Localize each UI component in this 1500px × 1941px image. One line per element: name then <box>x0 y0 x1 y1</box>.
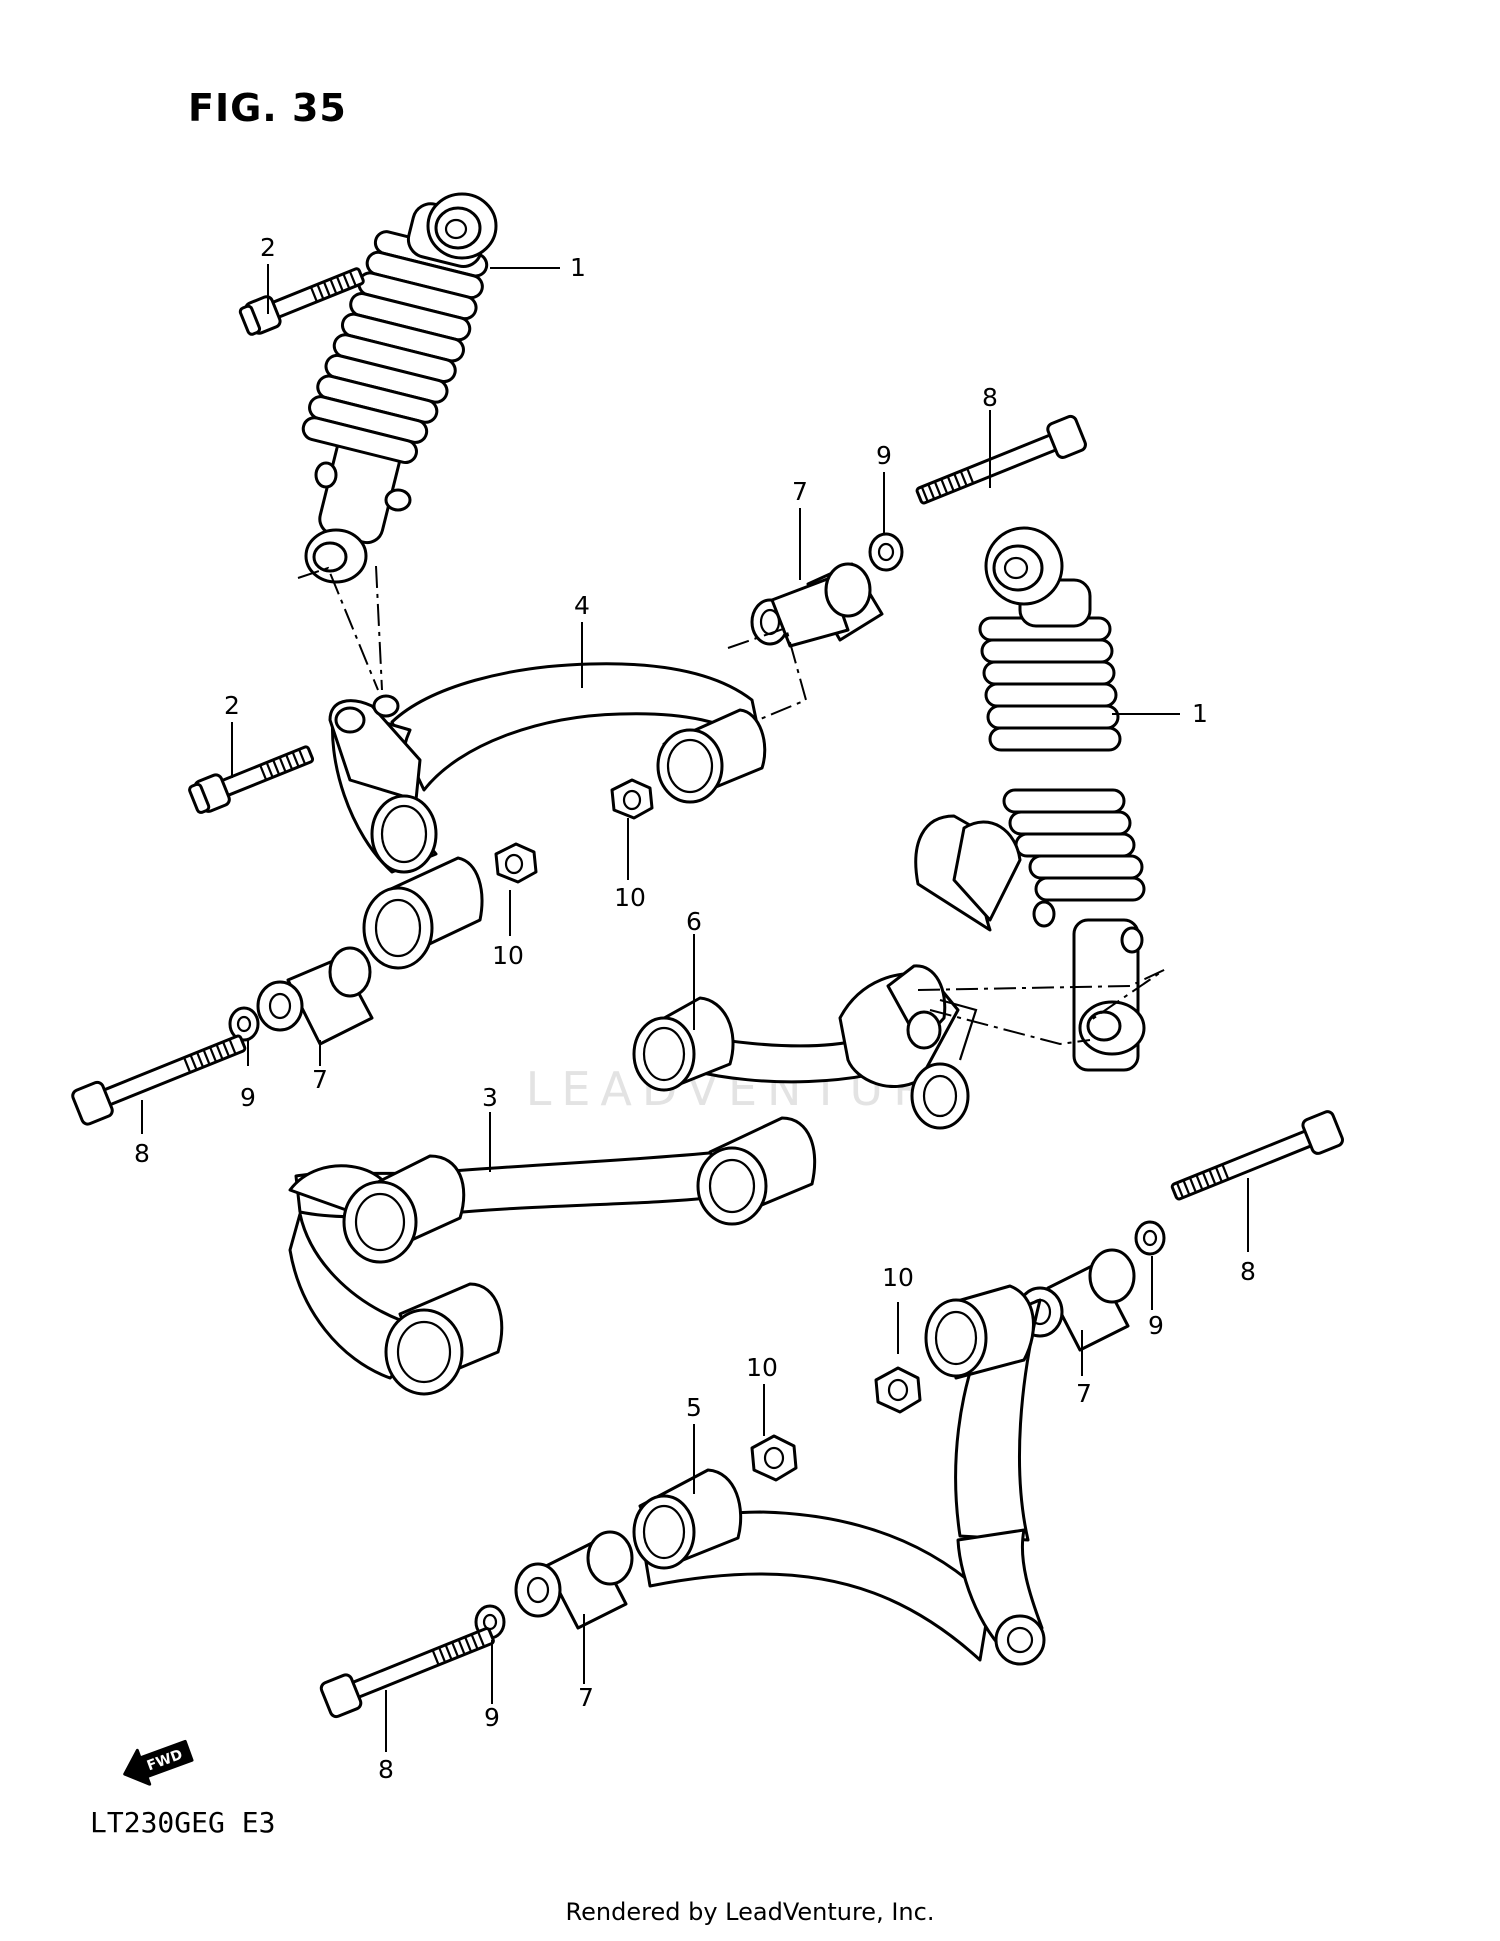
assembly-centerlines <box>297 565 1165 1046</box>
callout-9-top: 9 <box>876 441 892 470</box>
callout-9-middle-left: 9 <box>240 1083 256 1112</box>
callout-10-d: 10 <box>746 1353 778 1382</box>
figure-title: FIG. 35 <box>188 86 347 130</box>
bolt-8-bottom <box>319 1627 495 1719</box>
lower-arm-6 <box>632 814 1022 1130</box>
bolt-2-upper <box>238 267 365 336</box>
upper-arm-4 <box>328 662 767 970</box>
leader-lines <box>141 264 1249 1752</box>
model-code: LT230GEG E3 <box>90 1806 276 1839</box>
washer-9-middle-left <box>228 1006 260 1042</box>
bushing-7-middle-left <box>256 946 374 1046</box>
callout-1-right: 1 <box>1192 699 1208 728</box>
bolt-2-middle <box>188 745 315 814</box>
callout-5: 5 <box>686 1393 702 1422</box>
callout-10-a: 10 <box>614 883 646 912</box>
callout-1-upper: 1 <box>570 253 586 282</box>
callout-8-lower-right: 8 <box>1240 1257 1256 1286</box>
bolt-8-middle-left <box>71 1034 247 1126</box>
washer-9-lower-right <box>1134 1220 1166 1256</box>
nut-10-c <box>874 1366 922 1414</box>
callout-8-top: 8 <box>982 383 998 412</box>
footer-credit: Rendered by LeadVenture, Inc. <box>565 1898 935 1926</box>
callout-7-lower-right: 7 <box>1076 1379 1092 1408</box>
nut-10-d <box>750 1434 798 1482</box>
callout-9-bottom: 9 <box>484 1703 500 1732</box>
callout-8-bottom: 8 <box>378 1755 394 1784</box>
nut-10-b <box>494 842 538 884</box>
bushing-7-top <box>750 562 884 648</box>
shock-absorber-left <box>301 192 498 584</box>
callout-10-b: 10 <box>492 941 524 970</box>
callout-labels: 2 1 1 8 9 7 4 2 10 10 6 7 9 8 3 8 10 9 7… <box>134 233 1256 1784</box>
bolt-8-lower-right <box>1170 1110 1344 1201</box>
callout-2-middle: 2 <box>224 691 240 720</box>
bushing-7-bottom <box>514 1530 634 1630</box>
callout-7-middle-left: 7 <box>312 1065 328 1094</box>
bolt-8-top <box>915 414 1087 505</box>
callout-2-upper: 2 <box>260 233 276 262</box>
callout-7-top: 7 <box>792 477 808 506</box>
lower-arm-5 <box>632 1284 1046 1666</box>
callout-3: 3 <box>482 1083 498 1112</box>
callout-9-lower-right: 9 <box>1148 1311 1164 1340</box>
callout-7-bottom: 7 <box>578 1683 594 1712</box>
callout-8-middle-left: 8 <box>134 1139 150 1168</box>
callout-10-c: 10 <box>882 1263 914 1292</box>
callout-6: 6 <box>686 907 702 936</box>
washer-9-top <box>868 532 904 572</box>
shock-absorber-right <box>978 526 1146 1072</box>
bushing-7-lower-right <box>1016 1248 1136 1352</box>
lower-arm-3 <box>288 1116 817 1396</box>
nut-10-a <box>610 778 654 820</box>
fwd-arrow-icon: FWD <box>123 1739 194 1786</box>
callout-4: 4 <box>574 591 590 620</box>
